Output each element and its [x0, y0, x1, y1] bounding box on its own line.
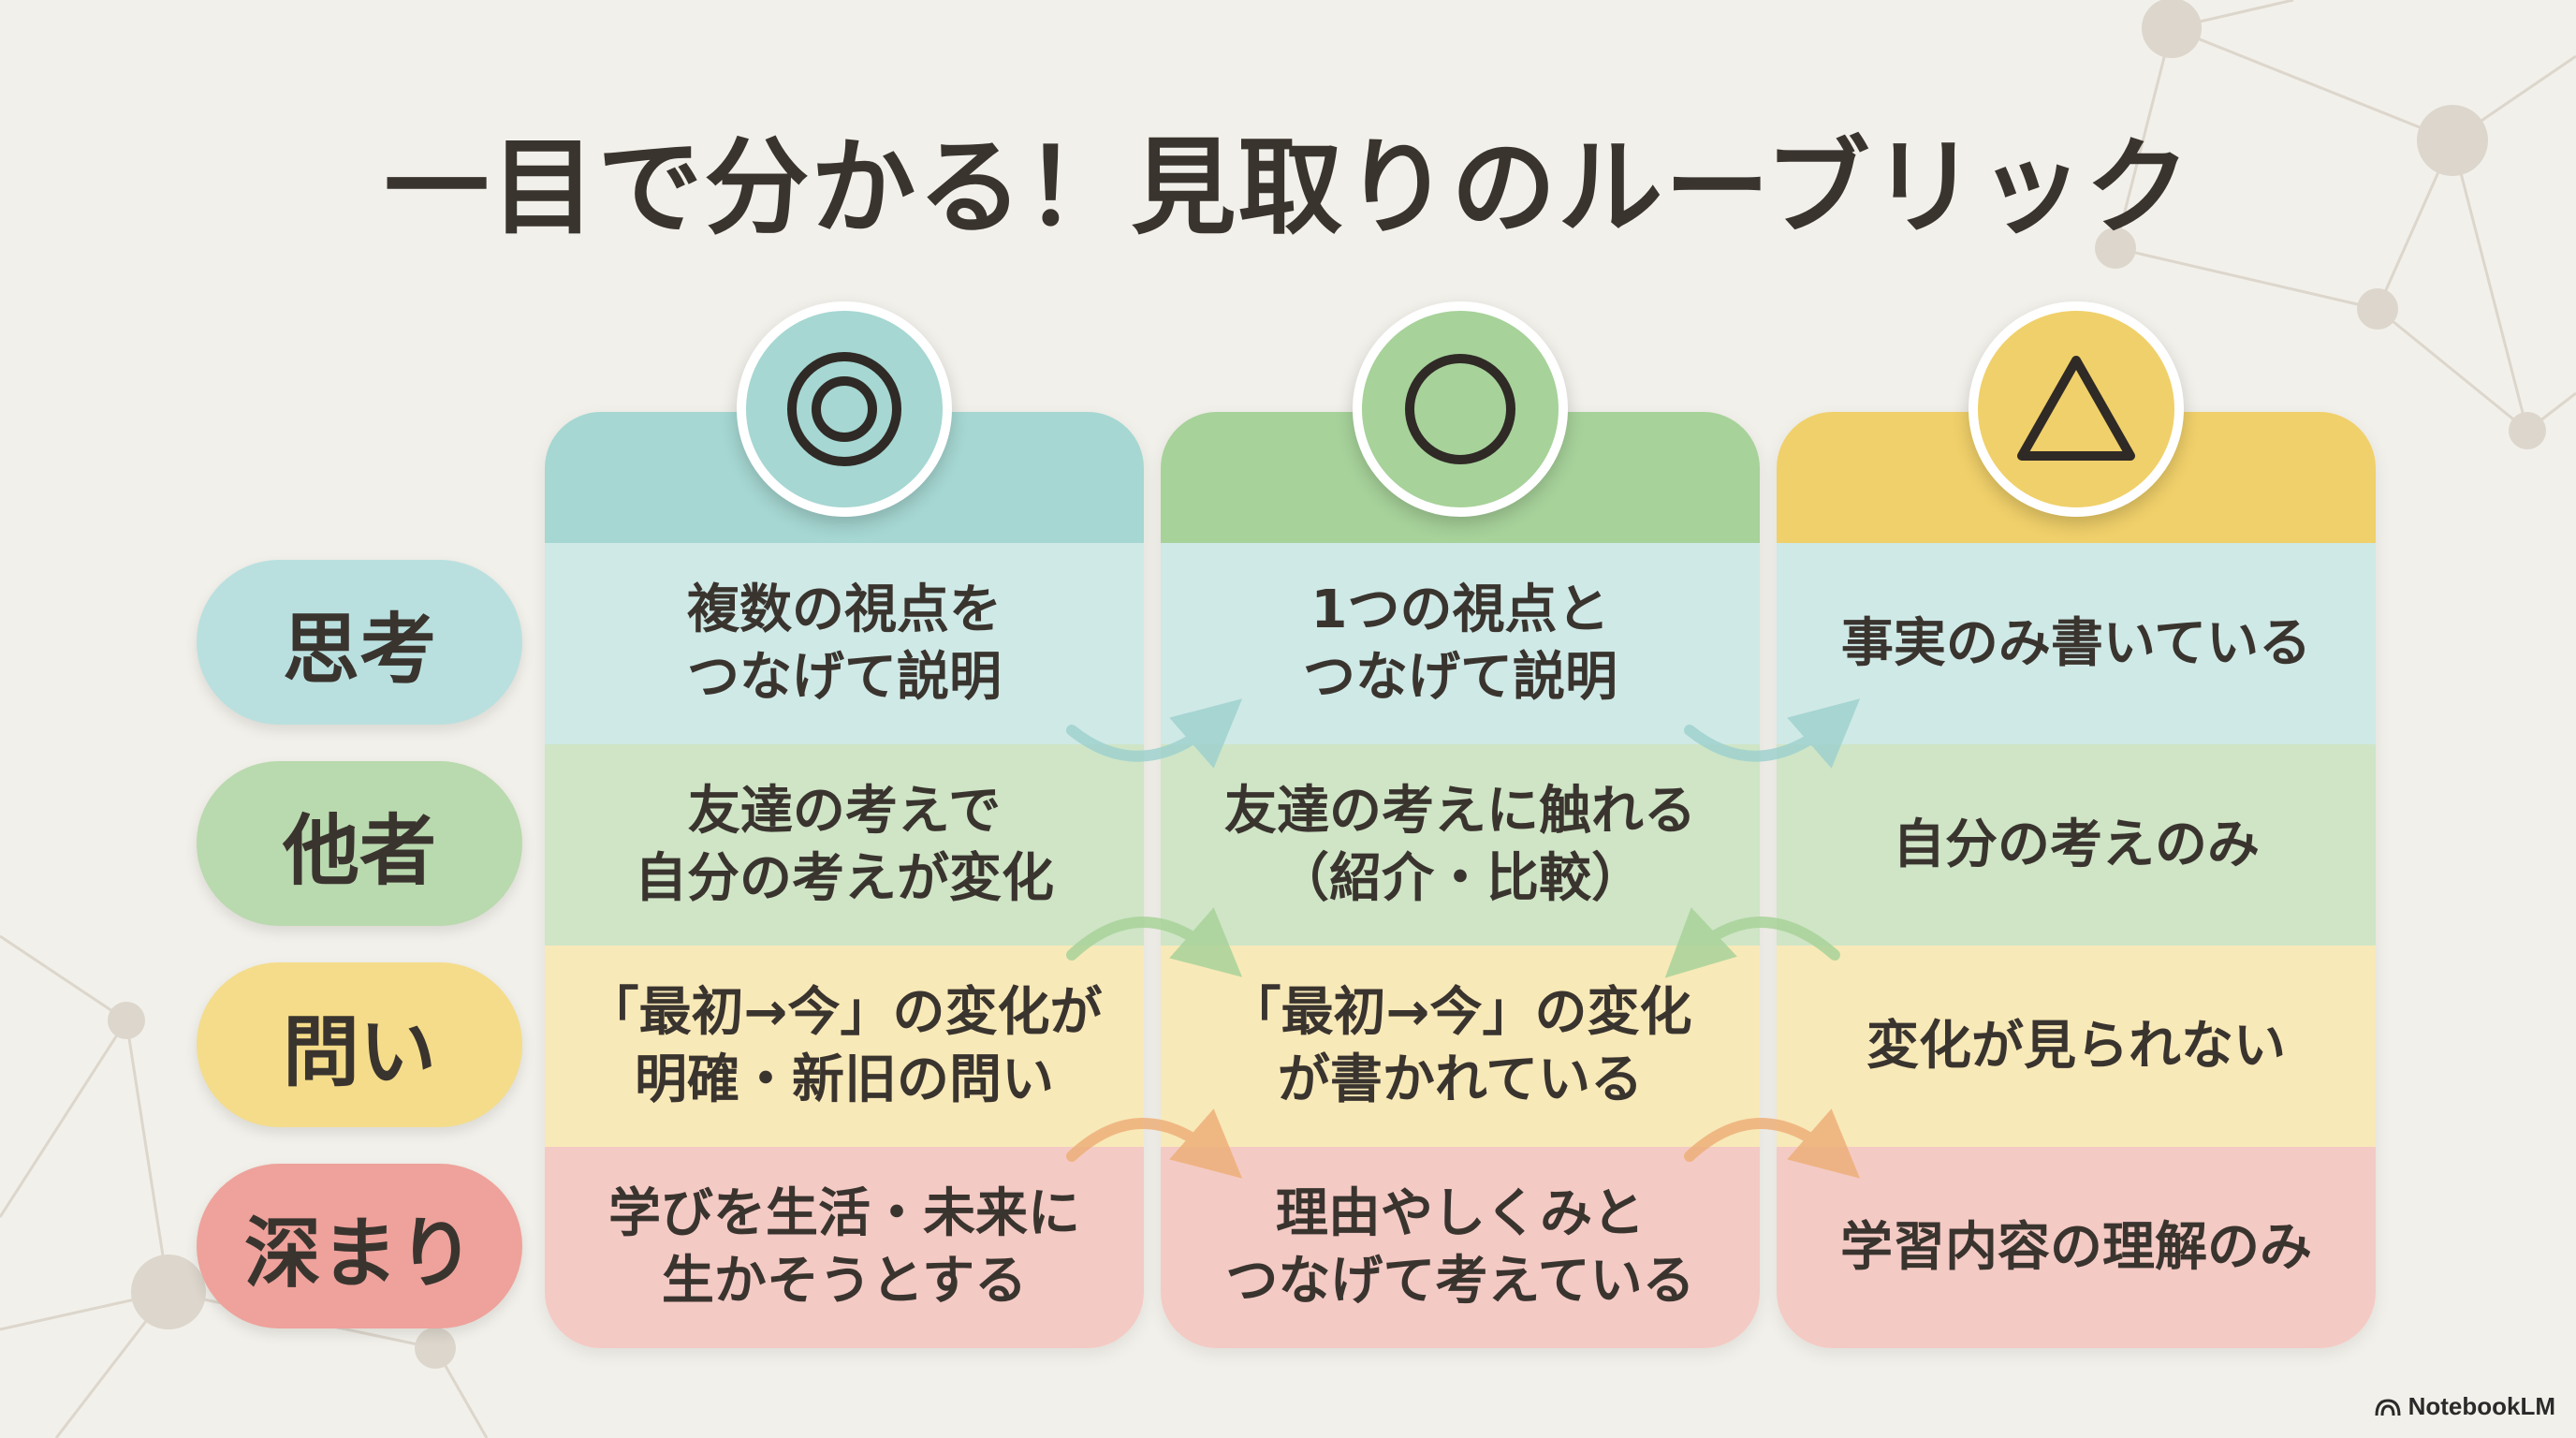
- cell-needs-work-question: 変化が見られない: [1777, 946, 2376, 1147]
- cell-good-question: 「最初→今」の変化 が書かれている: [1161, 946, 1760, 1147]
- circle-icon: [1353, 301, 1568, 517]
- column-excellent: 複数の視点を つなげて説明 友達の考えで 自分の考えが変化 「最初→今」の変化が…: [545, 412, 1144, 1348]
- row-label-others: 他者: [197, 761, 522, 926]
- page-title: 一目で分かる！見取りのルーブリック: [384, 127, 2192, 249]
- column-good: 1つの視点と つなげて説明 友達の考えに触れる （紹介・比較） 「最初→今」の変…: [1161, 412, 1760, 1348]
- cell-good-others: 友達の考えに触れる （紹介・比較）: [1161, 744, 1760, 946]
- row-label-thinking: 思考: [197, 560, 522, 725]
- double-circle-icon: [737, 301, 952, 517]
- cell-excellent-question: 「最初→今」の変化が 明確・新旧の問い: [545, 946, 1144, 1147]
- triangle-icon: [1969, 301, 2184, 517]
- row-label-depth: 深まり: [197, 1164, 522, 1328]
- brand-logo: NotebookLM: [2375, 1392, 2555, 1421]
- row-label-question: 問い: [197, 962, 522, 1127]
- cell-excellent-others: 友達の考えで 自分の考えが変化: [545, 744, 1144, 946]
- cell-needs-work-depth: 学習内容の理解のみ: [1777, 1147, 2376, 1348]
- cell-needs-work-others: 自分の考えのみ: [1777, 744, 2376, 946]
- column-needs-work: 事実のみ書いている 自分の考えのみ 変化が見られない 学習内容の理解のみ: [1777, 412, 2376, 1348]
- brand-name: NotebookLM: [2408, 1392, 2555, 1420]
- cell-good-depth: 理由やしくみと つなげて考えている: [1161, 1147, 1760, 1348]
- cell-needs-work-thinking: 事実のみ書いている: [1777, 543, 2376, 744]
- cell-good-thinking: 1つの視点と つなげて説明: [1161, 543, 1760, 744]
- notebook-icon: [2375, 1398, 2401, 1416]
- cell-excellent-depth: 学びを生活・未来に 生かそうとする: [545, 1147, 1144, 1348]
- cell-excellent-thinking: 複数の視点を つなげて説明: [545, 543, 1144, 744]
